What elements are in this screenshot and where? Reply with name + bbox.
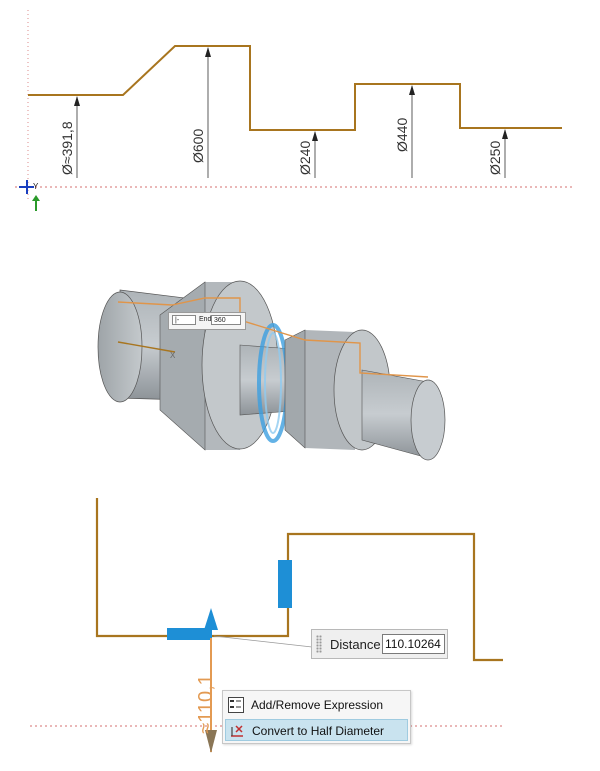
menu-item-add-remove-expression[interactable]: Add/Remove Expression (225, 694, 408, 716)
distance-label: Distance (330, 637, 381, 652)
end-angle-value: 360 (214, 317, 226, 324)
distance-input[interactable] (382, 634, 445, 654)
dim-label-2[interactable]: Ø600 (190, 129, 206, 163)
dim-label-3[interactable]: Ø240 (297, 141, 313, 175)
dim-arrow-5[interactable] (502, 129, 508, 178)
horizontal-drag-handle[interactable] (167, 628, 212, 640)
profile-line[interactable] (95, 498, 503, 662)
x-axis-label: X (170, 351, 176, 360)
dimension-edit-panel: ≈110,1 Distance Add/Remove Expression Co… (0, 490, 600, 771)
end-angle-dropdown[interactable]: 360 (211, 315, 241, 325)
profile-line[interactable] (28, 45, 562, 131)
dim-arrow-3[interactable] (312, 131, 318, 178)
dimension-sketch (30, 498, 505, 753)
dimension-arrow-up-icon[interactable] (204, 608, 218, 630)
menu-item-label: Add/Remove Expression (251, 698, 384, 712)
profile-sketch: Ø≈391,8 Ø600 Ø240 Ø440 Ø250 Y (15, 10, 572, 211)
type-dropdown[interactable]: |- (172, 315, 196, 325)
grip-handle-icon[interactable] (316, 635, 322, 653)
sketch-profile-panel: Ø≈391,8 Ø600 Ø240 Ø440 Ø250 Y (0, 0, 600, 230)
context-menu: Add/Remove Expression Convert to Half Di… (222, 690, 411, 744)
menu-item-label: Convert to Half Diameter (252, 724, 385, 738)
dim-label-5[interactable]: Ø250 (487, 141, 503, 175)
origin-marker[interactable]: Y (19, 180, 40, 211)
model-view-panel: X |- End 360 (0, 260, 600, 480)
origin-y-label: Y (33, 182, 39, 191)
distance-leader (213, 635, 313, 648)
end-label: End (199, 316, 212, 323)
dim-arrow-4[interactable] (409, 85, 415, 178)
dim-arrow-1[interactable] (74, 96, 80, 178)
dim-arrow-2[interactable] (205, 47, 211, 178)
dim-label-4[interactable]: Ø440 (394, 118, 410, 152)
half-diameter-icon (231, 725, 243, 737)
vertical-drag-handle[interactable] (278, 560, 292, 608)
menu-item-convert-half-diameter[interactable]: Convert to Half Diameter (225, 719, 408, 741)
dimension-arrow-down-icon[interactable] (205, 730, 217, 753)
dim-label-1[interactable]: Ø≈391,8 (59, 121, 75, 175)
type-value: |- (175, 317, 180, 324)
shaft-3d-model[interactable]: X (0, 260, 600, 480)
distance-input-box: Distance (311, 629, 448, 659)
right-cylinder (361, 369, 446, 461)
expression-icon (228, 697, 244, 713)
approx-dimension-label[interactable]: ≈110,1 (195, 674, 217, 734)
revolve-mini-toolbar: |- End 360 (168, 312, 246, 330)
